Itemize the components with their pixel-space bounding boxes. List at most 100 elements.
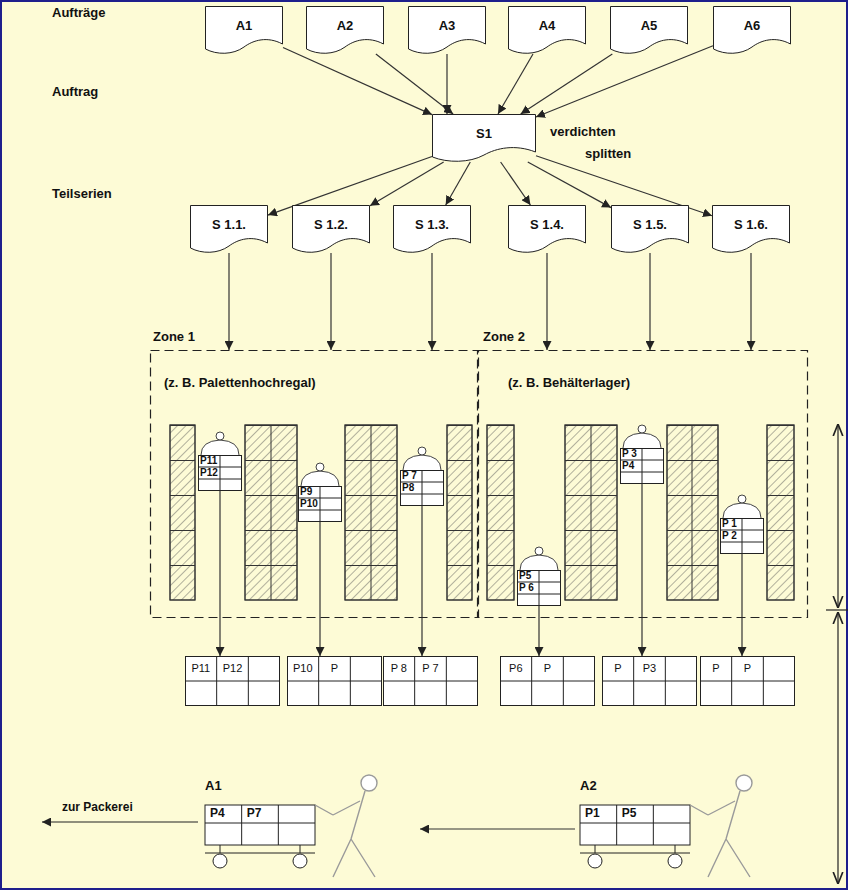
picking-bag-outline (720, 518, 764, 554)
document-shape: S 1.6. (712, 205, 790, 253)
node-text: P 6 (519, 582, 534, 594)
document-shape-outline (190, 205, 268, 253)
picking-bag-outline (400, 470, 444, 506)
picking-cart: A1P4P7 (200, 775, 420, 883)
flow-arrow (498, 54, 533, 114)
flow-arrow (741, 554, 742, 656)
node-text: S 1.3. (415, 218, 449, 233)
node-text: (z. B. Palettenhochregal) (164, 376, 316, 391)
node-text: P10 (293, 662, 313, 675)
flow-arrow (219, 491, 220, 656)
flow-arrow (283, 48, 432, 115)
picking-bag: P 7P8 (400, 470, 444, 506)
node-text: A4 (539, 19, 556, 34)
node-text: P8 (402, 482, 414, 494)
sorting-bin: P6 P (500, 656, 595, 706)
flow-arrow (750, 253, 751, 350)
sorting-bin-outline (500, 656, 595, 706)
level-label: Teilserien (50, 186, 114, 201)
picking-cart-outline (200, 775, 420, 883)
sorting-bin-outline (185, 656, 280, 706)
note-label: splitten (583, 146, 633, 161)
picking-bag: P5P 6 (517, 570, 561, 606)
node-text: P10 (300, 498, 318, 510)
node-text: P 2 (722, 530, 737, 542)
flow-arrow (538, 606, 539, 656)
sorting-bin: P10 P (287, 656, 382, 706)
document-shape: S1 (432, 114, 536, 162)
sorting-bin: PP (700, 656, 795, 706)
document-shape-outline (393, 205, 471, 253)
flow-arrow (431, 253, 432, 350)
node-text: P11 (191, 662, 210, 675)
node-text: A3 (439, 19, 456, 34)
node-text: P11 (200, 455, 217, 467)
flow-arrow (649, 253, 650, 350)
flow-arrow (641, 484, 642, 656)
document-shape-outline (408, 6, 486, 54)
picking-bag: P 1P 2 (720, 518, 764, 554)
node-text: S 1.5. (633, 218, 667, 233)
storage-zone: Zone 1(z. B. Palettenhochregal)P11P12P9P… (150, 350, 478, 618)
heading-text: Zone 2 (483, 330, 525, 345)
flow-arrow (420, 828, 575, 829)
node-text: P1 (585, 807, 600, 821)
flow-arrow (376, 54, 453, 114)
document-shape-outline (611, 205, 689, 253)
rack-rows (170, 425, 794, 600)
node-text: P5 (622, 807, 637, 821)
node-text: P4 (622, 460, 634, 472)
node-text: P (544, 662, 551, 675)
document-shape-outline (508, 205, 586, 253)
document-shape: S 1.1. (190, 205, 268, 253)
node-text: P12 (223, 662, 243, 675)
document-shape-outline (713, 6, 791, 54)
document-shape: A2 (306, 6, 384, 54)
picking-bag-outline (620, 448, 664, 484)
document-shape: A1 (205, 6, 283, 54)
flow-arrow (501, 162, 531, 205)
flow-arrow (546, 253, 547, 350)
node-text: A1 (236, 19, 253, 34)
heading-text: A1 (205, 779, 222, 794)
flow-arrow (370, 162, 444, 206)
sorting-bin-outline (602, 656, 697, 706)
level-label: Aufträge (50, 5, 107, 20)
picking-cart-outline (575, 775, 795, 883)
flow-arrow (536, 156, 712, 216)
document-shape: S 1.3. (393, 205, 471, 253)
node-text: S 1.6. (734, 218, 768, 233)
sorting-bin-outline (287, 656, 382, 706)
sorting-bin: PP3 (602, 656, 697, 706)
flow-arrow (446, 162, 471, 205)
storage-zone-outline (478, 350, 808, 618)
document-shape: A4 (508, 6, 586, 54)
node-text: P12 (200, 467, 218, 479)
node-text: P (712, 662, 719, 675)
document-shape-outline (610, 6, 688, 54)
picking-bag: P 3P4 (620, 448, 664, 484)
document-shape: A3 (408, 6, 486, 54)
document-shape: A6 (713, 6, 791, 54)
node-text: A6 (744, 19, 761, 34)
node-text: P (331, 662, 338, 675)
document-shape-outline (306, 6, 384, 54)
node-text: P5 (519, 570, 531, 582)
node-text: P7 (247, 807, 262, 821)
document-shape: A5 (610, 6, 688, 54)
node-text: (z. B. Behälterlager) (508, 376, 630, 391)
sorting-bin: P 8P 7 (383, 656, 478, 706)
sorting-bin-outline (383, 656, 478, 706)
exit-arrow (42, 821, 198, 822)
document-shape-outline (712, 205, 790, 253)
flow-arrow (228, 253, 229, 350)
node-text: S 1.1. (212, 218, 246, 233)
heading-text: A2 (580, 779, 597, 794)
node-text: P9 (300, 486, 312, 498)
node-text: S 1.4. (530, 218, 564, 233)
dimension-arrows (826, 424, 848, 884)
level-label: Auftrag (50, 84, 100, 99)
node-text: P6 (509, 662, 522, 675)
flow-arrow (268, 157, 432, 216)
